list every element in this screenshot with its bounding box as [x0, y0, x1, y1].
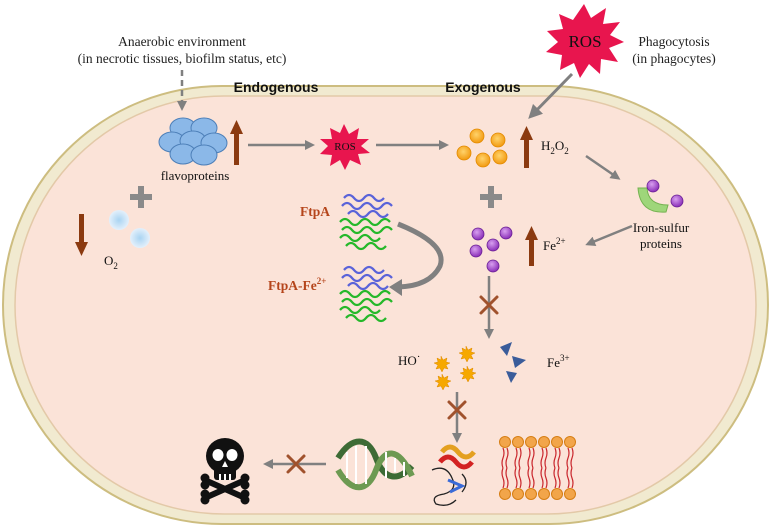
fe3-label: Fe3+: [547, 353, 570, 370]
plus-icon: [480, 186, 502, 208]
flavoprotein-cluster-icon: [158, 117, 228, 166]
ftpa-fe-label: FtpA-Fe2+: [268, 276, 326, 293]
o2-molecules-icon: [109, 210, 150, 248]
dna-helix-icon: [335, 438, 415, 491]
lipid-bilayer-icon: [499, 436, 576, 500]
flavoproteins-label: flavoproteins: [161, 168, 230, 183]
phagocytosis-label-line1: Phagocytosis: [638, 34, 709, 49]
ros-small-star-icon: [320, 124, 370, 170]
iron-sulfur-label-line1: Iron-sulfur: [633, 220, 690, 235]
anaerobic-label-line2: (in necrotic tissues, biofilm status, et…: [78, 51, 287, 66]
fe2-label: Fe2+: [543, 236, 566, 253]
ftpa-protein-icon: [339, 193, 393, 251]
ho-radical-label: HO·: [398, 351, 420, 368]
phagocytosis-label-line2: (in phagocytes): [632, 51, 716, 66]
fe2-ions-icon: [469, 226, 513, 273]
iron-sulfur-to-fe2-arrow: [585, 224, 633, 246]
plus-icon: [130, 186, 152, 208]
h2o2-label: H2O2: [541, 138, 569, 156]
inhibition-x-icon: [479, 295, 499, 315]
o2-label: O2: [104, 253, 118, 271]
h2o2-molecules-icon: [456, 128, 508, 168]
up-arrow-icon: [525, 226, 538, 266]
ros-to-h2o2-arrow: [528, 72, 574, 119]
up-arrow-icon: [520, 126, 533, 168]
exogenous-heading: Exogenous: [445, 79, 521, 95]
ftpa-binding-arrowhead: [389, 279, 402, 296]
ftpa-label: FtpA: [300, 204, 330, 219]
ftpa-binding-curved-arrow: [397, 221, 444, 290]
inhibition-x-icon: [447, 400, 467, 420]
cell-cytoplasm: [14, 95, 757, 515]
ftpa-fe-protein-icon: [339, 265, 393, 323]
endogenous-heading: Endogenous: [234, 79, 319, 95]
iron-sulfur-label-line2: proteins: [640, 236, 682, 251]
up-arrow-icon: [230, 120, 243, 165]
ros-star-icon: [546, 4, 624, 78]
ros-small-label: ROS: [334, 141, 355, 153]
h2o2-to-iron-sulfur-arrow: [585, 154, 621, 180]
anaerobic-label-line1: Anaerobic environment: [118, 34, 246, 49]
protein-ribbon-icon: [431, 444, 476, 506]
skull-crossbones-icon: [200, 438, 250, 505]
ho-radicals-icon: [433, 345, 477, 391]
ros-star-label: ROS: [568, 32, 601, 51]
iron-sulfur-protein-icon: [637, 179, 684, 213]
inhibition-x-icon: [286, 454, 306, 474]
fe3-ions-icon: [500, 342, 526, 383]
down-arrow-icon: [75, 214, 88, 256]
